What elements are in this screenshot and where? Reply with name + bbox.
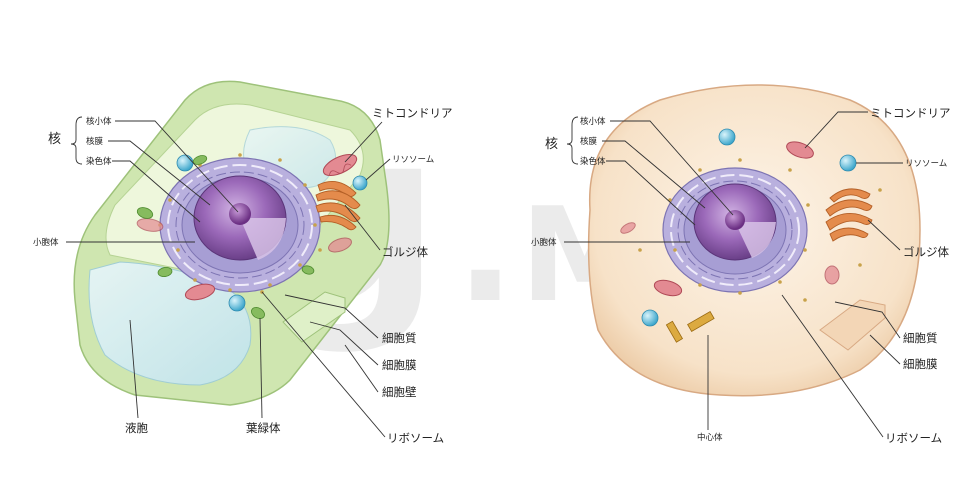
animal-label-nucleus: 核 — [545, 137, 558, 152]
plant-label-vesicle: 小胞体 — [33, 237, 59, 248]
animal-label-cytoplasm: 細胞質 — [903, 331, 938, 345]
animal-cell-cutaway — [819, 299, 886, 351]
plant-label-cytoplasm: 細胞質 — [382, 331, 417, 345]
plant-label-cell-membrane: 細胞膜 — [382, 358, 417, 372]
plant-label-chromosome: 染色体 — [86, 156, 112, 167]
animal-nucleus-cutaway — [735, 222, 776, 258]
plant-nucleus-cutaway — [240, 218, 286, 260]
plant-label-ribosome: リボソーム — [387, 431, 444, 445]
plant-label-cell-wall: 細胞壁 — [382, 385, 417, 399]
plant-labels: 核 核小体 核膜 染色体 小胞体 ミトコンドリア リソソーム ゴルジ体 細胞質 … — [33, 106, 453, 445]
animal-golgi — [825, 188, 873, 242]
animal-lysosome-2 — [839, 154, 857, 172]
animal-cell — [587, 84, 921, 397]
animal-lysosome-3 — [641, 309, 659, 327]
animal-label-nuclear-membrane: 核膜 — [580, 136, 598, 147]
animal-label-nucleolus: 核小体 — [580, 116, 606, 127]
animal-label-ribosome: リボソーム — [885, 431, 942, 445]
plant-chloroplasts — [136, 155, 315, 319]
plant-label-golgi: ゴルジ体 — [382, 245, 428, 259]
plant-cell — [73, 80, 390, 406]
plant-lysosome-3 — [228, 294, 246, 312]
plant-label-nuclear-membrane: 核膜 — [86, 136, 104, 147]
animal-label-centrosome: 中心体 — [697, 432, 723, 443]
plant-label-vacuole: 液胞 — [125, 421, 148, 435]
watermark-dot: . — [455, 151, 516, 338]
animal-label-lysosome: リソソーム — [905, 159, 947, 169]
animal-ribosomes — [638, 158, 882, 302]
plant-mitochondria — [136, 153, 358, 301]
animal-label-golgi: ゴルジ体 — [903, 245, 949, 259]
plant-label-nucleolus: 核小体 — [86, 116, 112, 127]
animal-label-cell-membrane: 細胞膜 — [903, 357, 938, 371]
plant-golgi — [315, 180, 361, 231]
plant-label-nucleus: 核 — [48, 132, 61, 147]
plant-lysosome-1 — [176, 154, 194, 172]
plant-label-lysosome: リソソーム — [392, 155, 434, 165]
plant-ribosomes — [158, 153, 322, 294]
animal-label-vesicle: 小胞体 — [531, 237, 557, 248]
plant-lysosome-2 — [352, 175, 368, 191]
animal-nucleolus — [725, 210, 745, 230]
animal-lysosome-1 — [718, 128, 736, 146]
animal-centrosome — [665, 310, 715, 343]
animal-label-chromosome: 染色体 — [580, 156, 606, 167]
animal-labels: 核 核小体 核膜 染色体 小胞体 ミトコンドリア リソソーム ゴルジ体 細胞質 … — [531, 106, 951, 445]
plant-label-mitochondria: ミトコンドリア — [372, 106, 453, 120]
animal-label-mitochondria: ミトコンドリア — [870, 106, 951, 120]
plant-label-chloroplast: 葉緑体 — [246, 421, 281, 435]
